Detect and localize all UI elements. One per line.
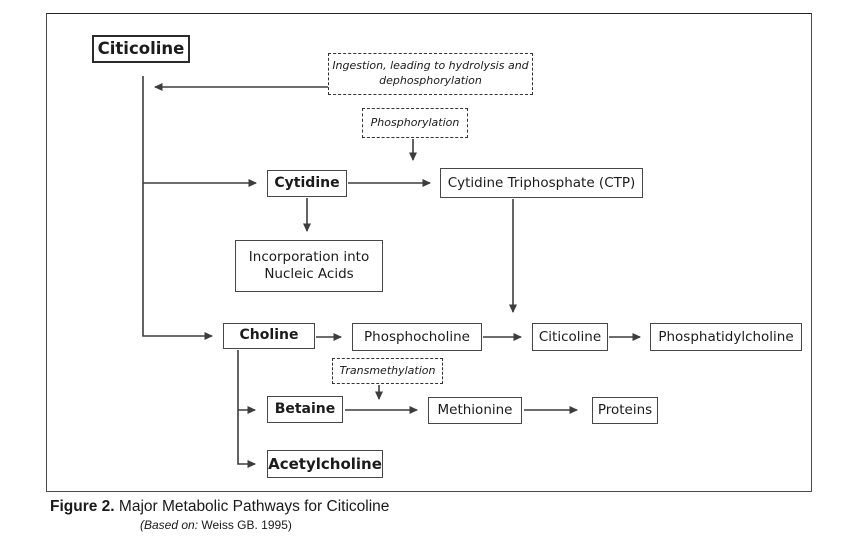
process-note-phosphorylation: Phosphorylation [362, 108, 468, 138]
node-choline: Choline [223, 323, 315, 349]
caption-source: (Based on: Weiss GB. 1995) [140, 518, 810, 532]
node-acetylcholine: Acetylcholine [267, 450, 383, 478]
node-betaine: Betaine [267, 396, 343, 423]
caption-text: Major Metabolic Pathways for Citicoline [114, 498, 390, 515]
node-cytidine-triphosphate: Cytidine Triphosphate (CTP) [440, 168, 643, 198]
process-note-ingestion: Ingestion, leading to hydrolysis and dep… [328, 53, 533, 95]
node-phosphocholine: Phosphocholine [352, 323, 482, 351]
caption-source-text: Weiss GB. 1995) [198, 518, 292, 532]
node-proteins: Proteins [592, 397, 658, 424]
figure-caption: Figure 2. Major Metabolic Pathways for C… [50, 498, 810, 532]
process-note-transmethylation: Transmethylation [332, 358, 443, 384]
caption-source-prefix: (Based on: [140, 518, 199, 532]
caption-label: Figure 2. [50, 498, 115, 515]
node-incorporation-nucleic-acids: Incorporation into Nucleic Acids [235, 240, 383, 292]
node-phosphatidylcholine: Phosphatidylcholine [650, 323, 802, 351]
node-citicoline-main: Citicoline [92, 35, 190, 63]
node-citicoline-mid: Citicoline [532, 323, 608, 351]
caption-title: Figure 2. Major Metabolic Pathways for C… [50, 498, 810, 516]
node-cytidine: Cytidine [267, 170, 347, 197]
node-methionine: Methionine [428, 397, 522, 424]
